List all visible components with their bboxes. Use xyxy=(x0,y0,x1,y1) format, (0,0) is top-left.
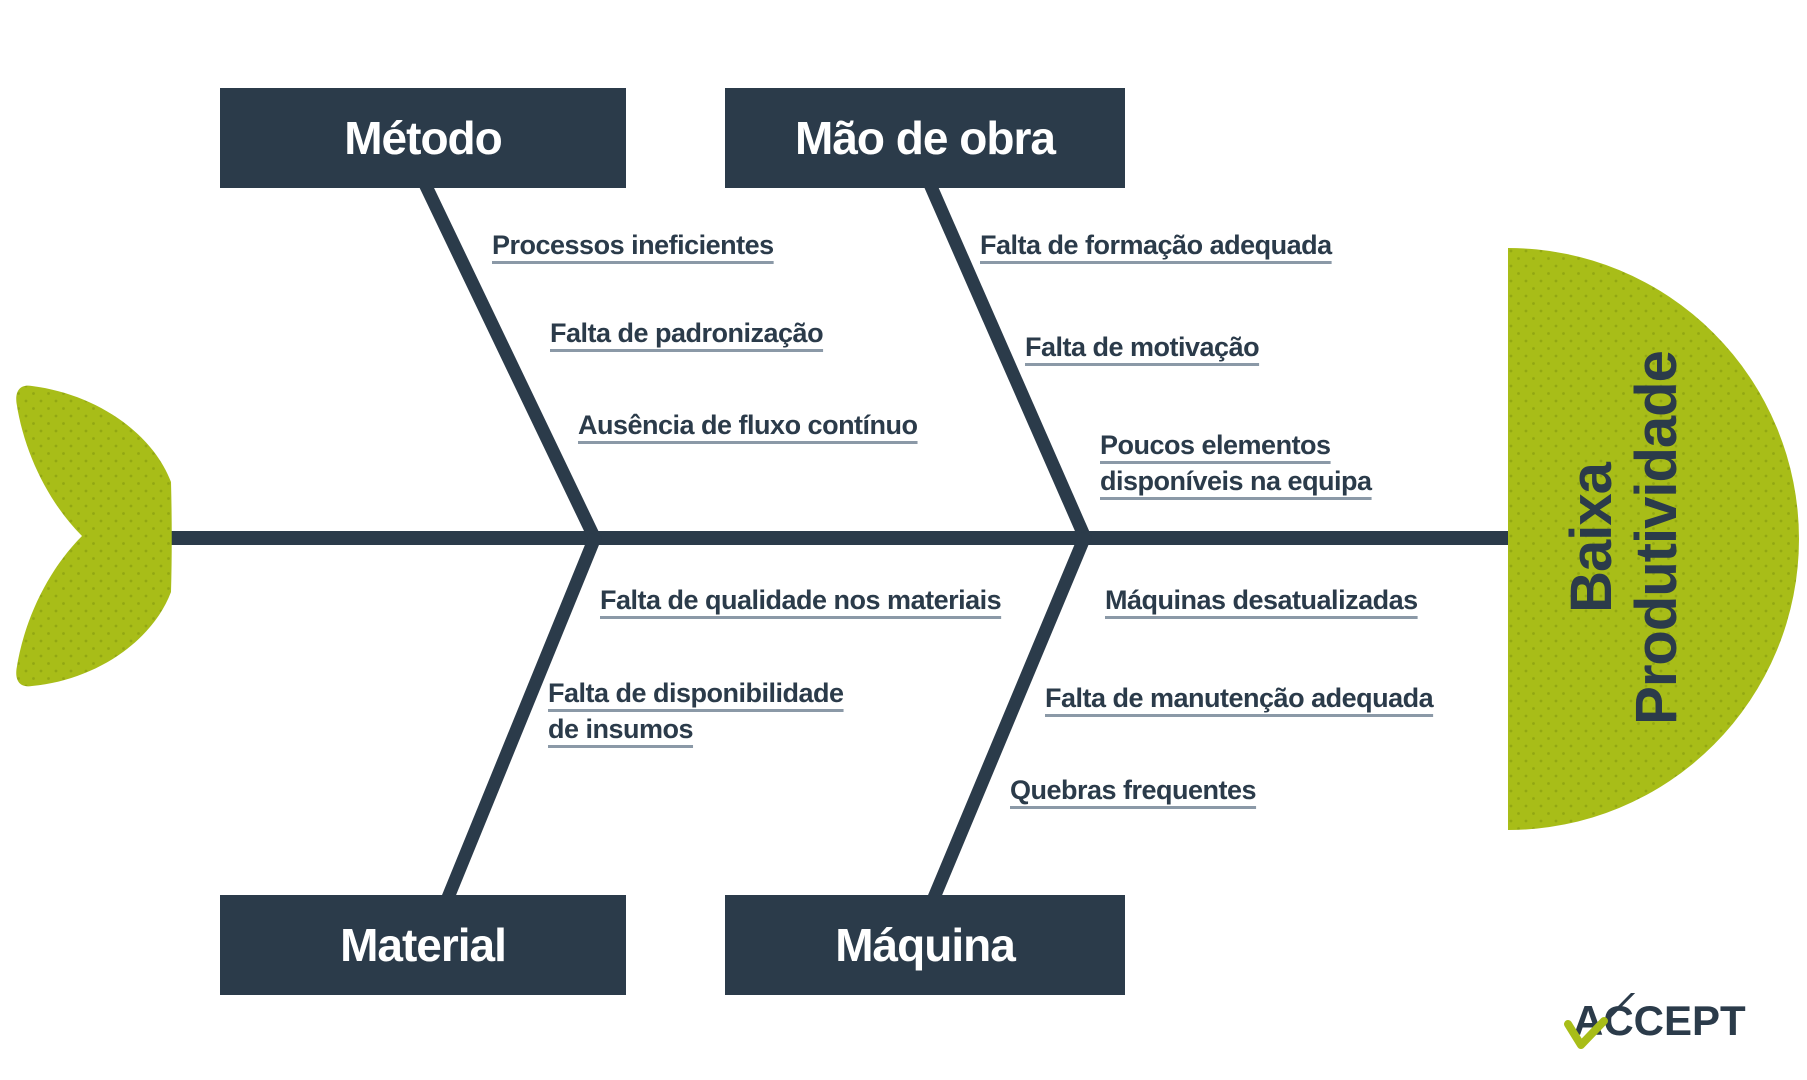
category-label-metodo: Método xyxy=(344,112,503,164)
category-box-material: Material xyxy=(220,895,626,995)
cause-ausencia-de-fluxo-continuo: Ausência de fluxo contínuo xyxy=(578,410,918,440)
cause-falta-de-disponibilidade-insumos: Falta de disponibilidade de insumos xyxy=(548,678,844,744)
category-label-material: Material xyxy=(340,919,507,971)
bone-maquina xyxy=(927,531,1092,903)
bone-mao-de-obra xyxy=(923,179,1092,543)
accept-logo: ACCEPT xyxy=(1563,993,1783,1063)
cause-maquinas-desatualizadas: Máquinas desatualizadas xyxy=(1105,585,1418,615)
cause-quebras-frequentes: Quebras frequentes xyxy=(1010,775,1257,805)
problem-label: Baixa Produtividade xyxy=(1559,351,1689,725)
category-box-mao-de-obra: Mão de obra xyxy=(725,88,1125,188)
cause-poucos-elementos-disponiveis: Poucos elementos disponíveis na equipa xyxy=(1100,430,1372,496)
category-label-mao-de-obra: Mão de obra xyxy=(795,112,1056,164)
cause-falta-de-manutencao-adequada: Falta de manutenção adequada xyxy=(1045,683,1434,713)
category-label-maquina: Máquina xyxy=(835,919,1016,971)
cause-processos-ineficientes: Processos ineficientes xyxy=(492,230,774,260)
cause-falta-de-motivacao: Falta de motivação xyxy=(1025,332,1260,362)
fish-head xyxy=(1508,248,1799,830)
cause-falta-de-qualidade-materiais: Falta de qualidade nos materiais xyxy=(600,585,1002,615)
bone-material xyxy=(440,532,603,903)
category-box-metodo: Método xyxy=(220,88,626,188)
logo-checkmark-icon xyxy=(1564,993,1636,1049)
category-box-maquina: Máquina xyxy=(725,895,1125,995)
bone-metodo xyxy=(418,179,602,544)
fish-tail xyxy=(16,385,172,687)
cause-falta-de-padronizacao: Falta de padronização xyxy=(550,318,824,348)
cause-falta-de-formacao-adequada: Falta de formação adequada xyxy=(980,230,1332,260)
